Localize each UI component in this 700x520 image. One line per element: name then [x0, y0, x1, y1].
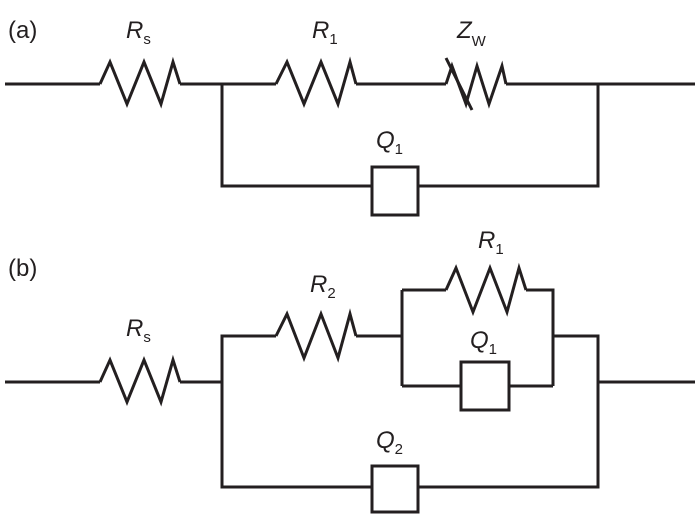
warburg-a-arrow	[444, 57, 474, 111]
label-b-r2: R2	[310, 271, 336, 302]
cpe-b-q2	[370, 464, 420, 514]
wire-b-upper-left	[220, 334, 276, 382]
resistor-b-r1	[444, 262, 528, 317]
label-b-r1: R1	[478, 227, 504, 258]
resistor-b-r2	[274, 308, 358, 363]
resistor-a-r1	[274, 56, 358, 109]
label-a-zw: ZW	[456, 17, 487, 50]
label-a-rs: Rs	[126, 17, 151, 48]
warburg-a-zw	[444, 60, 508, 109]
wire-b-inner-top-right	[526, 288, 555, 386]
circuit-b: (b) Rs R2 R1	[5, 227, 695, 514]
panel-label-a: (a)	[8, 17, 37, 44]
cpe-a-q1	[370, 165, 420, 217]
resistor-a-rs	[98, 56, 182, 109]
panel-label-b: (b)	[8, 255, 37, 282]
wire-b-lower-left	[220, 382, 372, 489]
wire-b-lower-right	[418, 382, 600, 489]
wire-a-parallel-right	[418, 84, 600, 188]
label-b-rs: Rs	[126, 315, 151, 346]
cpe-b-q1	[459, 360, 511, 412]
label-b-q2: Q2	[376, 427, 403, 458]
label-b-q1: Q1	[470, 327, 497, 358]
label-a-q1: Q1	[376, 127, 403, 158]
resistor-b-rs	[98, 354, 182, 407]
circuit-a: (a) Rs R1 ZW Q1	[5, 17, 695, 217]
label-a-r1: R1	[312, 17, 338, 48]
wire-b-inner-to-node	[553, 334, 600, 382]
wire-a-parallel-left	[220, 84, 372, 188]
